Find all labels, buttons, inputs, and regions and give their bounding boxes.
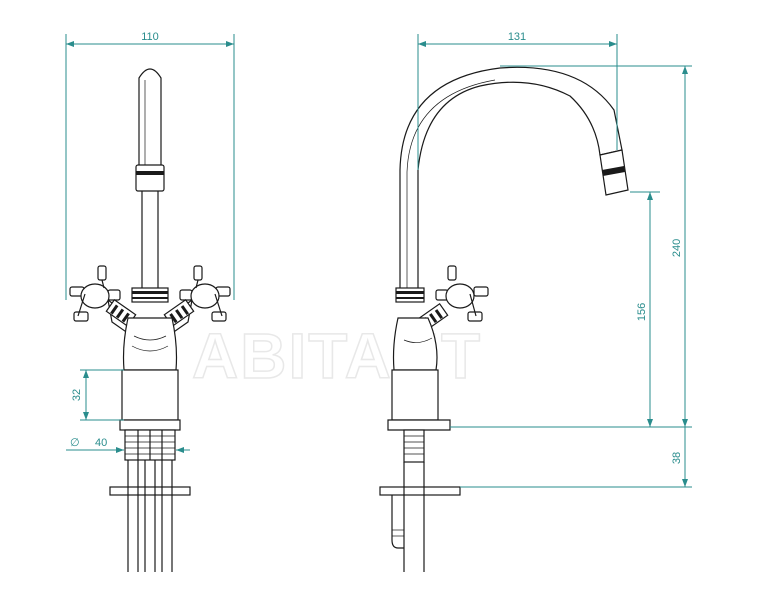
front-view: 110 32 ∅ 40 [65, 31, 235, 572]
side-thread-lines [404, 435, 424, 455]
side-knurl-ring [395, 287, 425, 303]
dimension-diameter: ∅ 40 [66, 437, 190, 453]
front-base-column [121, 369, 179, 421]
side-base-column [391, 369, 439, 421]
total-height-dimension-label: 240 [671, 239, 683, 257]
front-left-cross-handle [69, 265, 137, 328]
base-height-dimension-label: 32 [71, 389, 83, 401]
dimension-spout-height: 156 [630, 191, 660, 427]
front-right-cross-handle [163, 265, 231, 328]
dimension-total-height: 240 [450, 65, 692, 428]
side-cross-handle [435, 265, 489, 322]
front-knurl-band-2 [132, 297, 168, 299]
dimension-deck: 38 [460, 427, 692, 488]
diameter-symbol: ∅ [70, 437, 80, 449]
dimension-base-height: 32 [71, 369, 124, 421]
diameter-dimension-label: 40 [95, 437, 107, 449]
side-knurl-band [396, 291, 424, 294]
front-spout-collar [135, 164, 165, 192]
front-thread-lines [125, 430, 175, 460]
front-body-detail [133, 335, 167, 341]
side-view: 131 240 156 38 [379, 31, 692, 572]
front-body-detail-2 [131, 345, 169, 352]
front-base-flange [119, 419, 181, 431]
front-knurl-band [132, 291, 168, 294]
side-supply-pipes [391, 462, 425, 572]
side-aerator-band [602, 166, 625, 176]
reach-dimension-label: 131 [508, 31, 526, 43]
front-supply-pipes [127, 460, 173, 572]
front-collar-band [136, 171, 164, 175]
side-thread-block [403, 429, 425, 463]
front-valve-body [122, 317, 178, 371]
front-mount-plate [109, 486, 191, 496]
side-gooseneck-spout [399, 66, 623, 291]
side-valve-body [392, 317, 438, 371]
side-spout-highlight [406, 79, 496, 290]
side-knurl-band-2 [396, 297, 424, 299]
front-knurl-ring [131, 287, 169, 303]
spout-height-dimension-label: 156 [636, 303, 648, 321]
dimension-width: 110 [65, 31, 235, 300]
side-mount-plate [379, 486, 461, 496]
dimension-reach: 131 [417, 31, 618, 170]
side-body-detail [403, 337, 433, 343]
deck-dimension-label: 38 [671, 452, 683, 464]
width-dimension-label: 110 [141, 31, 159, 43]
side-base-flange [387, 419, 451, 431]
